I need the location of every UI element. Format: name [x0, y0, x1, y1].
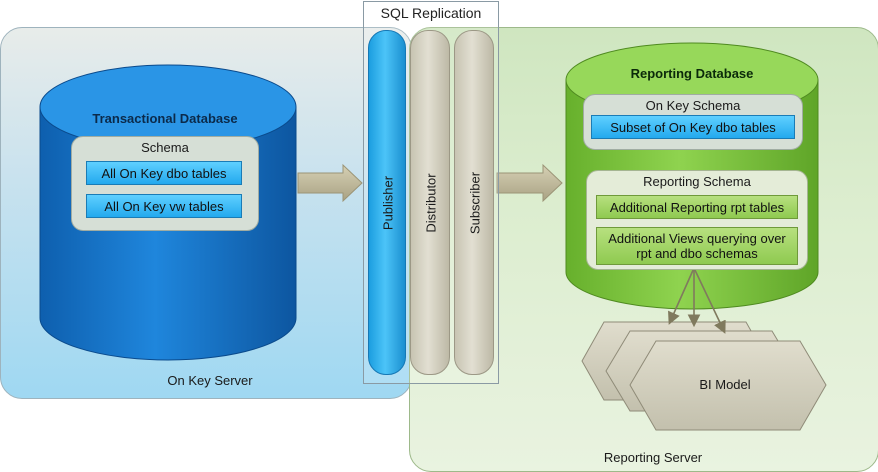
onkey-server-label: On Key Server — [167, 373, 253, 388]
views-box: Additional Views querying over rpt and d… — [596, 227, 798, 265]
distributor-label: Distributor — [423, 173, 439, 233]
subscriber-column: Subscriber — [454, 30, 494, 375]
bi-model-label: BI Model — [699, 377, 751, 392]
schema-title: Schema — [141, 140, 189, 155]
reporting-server-label: Reporting Server — [603, 450, 703, 465]
dbo-tables-box: All On Key dbo tables — [86, 161, 242, 185]
subset-dbo-tables-box: Subset of On Key dbo tables — [591, 115, 795, 139]
arrow-to-publisher — [297, 163, 363, 203]
transactional-database-title: Transactional Database — [92, 111, 238, 126]
publisher-column: Publisher — [368, 30, 406, 375]
rpt-tables-box: Additional Reporting rpt tables — [596, 195, 798, 219]
onkey-schema-title: On Key Schema — [645, 98, 741, 113]
arrow-to-reporting-database — [496, 163, 563, 203]
vw-tables-box: All On Key vw tables — [86, 194, 242, 218]
schema-panel: Schema All On Key dbo tables All On Key … — [71, 136, 259, 231]
publisher-label: Publisher — [380, 175, 396, 231]
subscriber-label: Subscriber — [467, 171, 483, 235]
reporting-schema-title: Reporting Schema — [643, 174, 751, 189]
distributor-column: Distributor — [410, 30, 450, 375]
sql-replication-title: SQL Replication — [380, 5, 482, 21]
bi-model-connectors — [668, 267, 726, 334]
bi-model-shapes — [581, 321, 827, 431]
reporting-database-title: Reporting Database — [630, 66, 754, 81]
onkey-schema-panel: On Key Schema Subset of On Key dbo table… — [583, 94, 803, 150]
reporting-schema-panel: Reporting Schema Additional Reporting rp… — [586, 170, 808, 270]
